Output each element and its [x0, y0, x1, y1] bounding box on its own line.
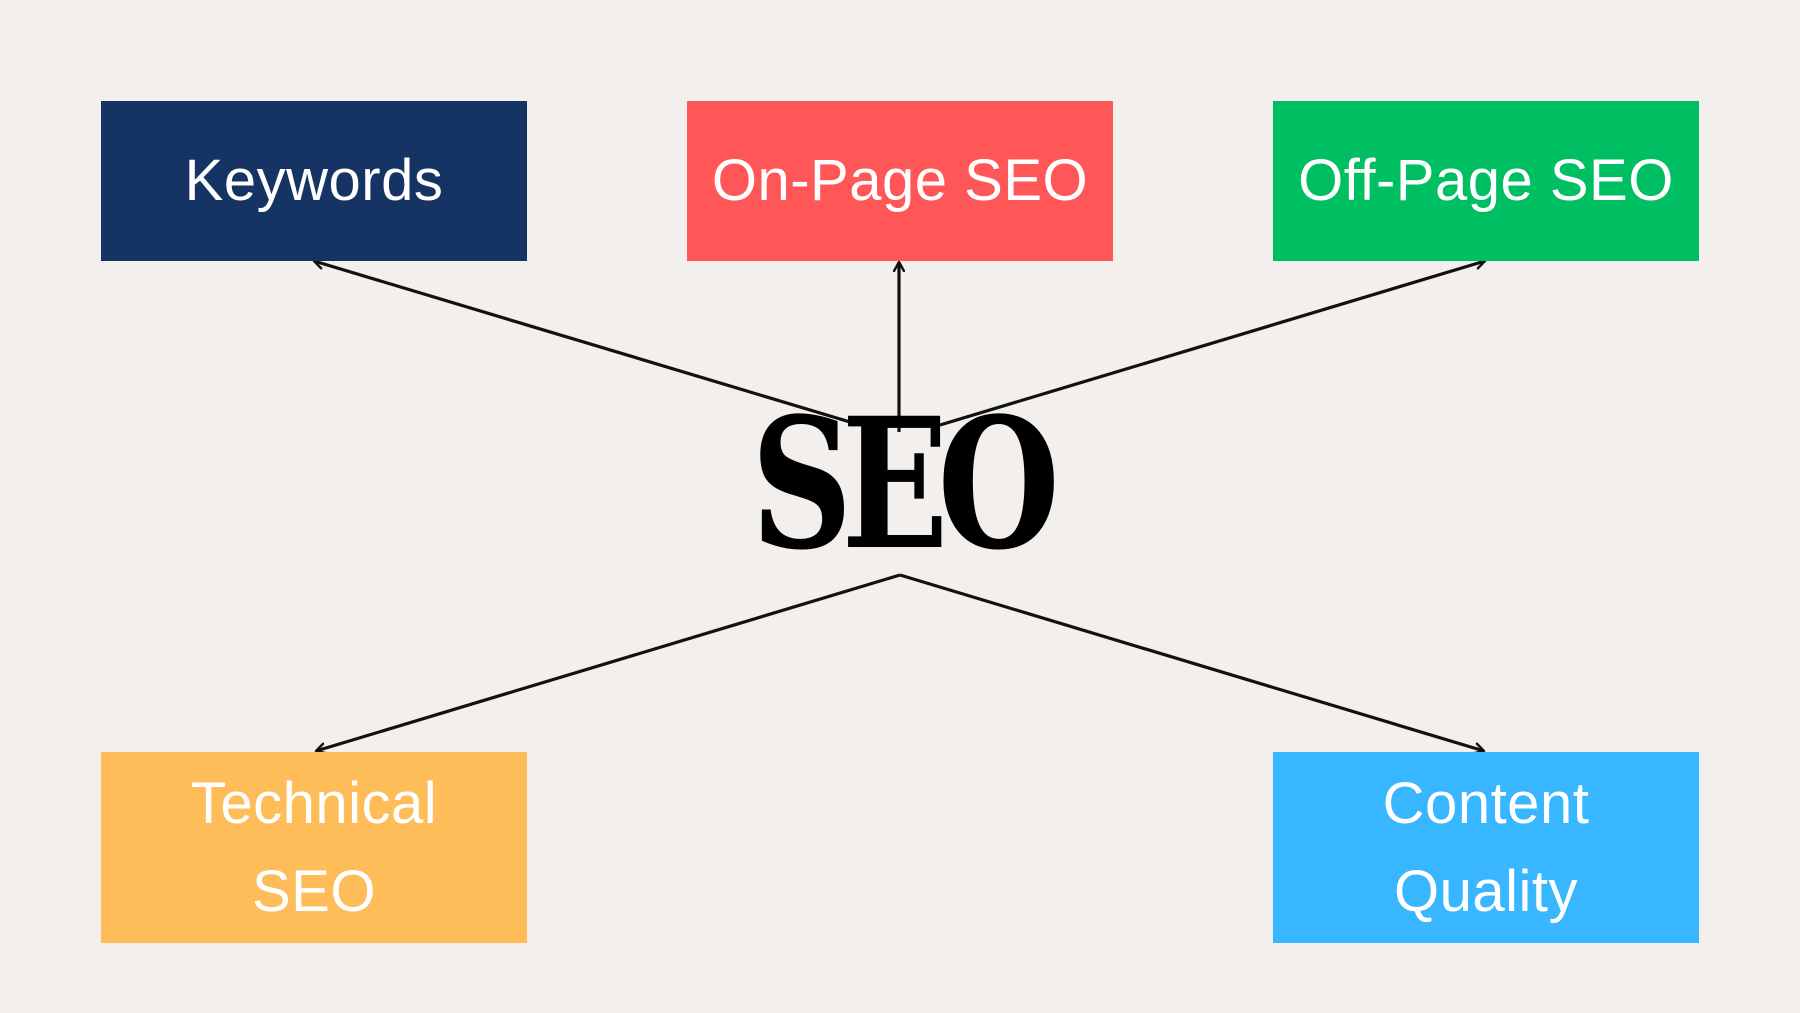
arrow-to-off-page-seo	[939, 261, 1485, 427]
arrow-to-technical-seo	[316, 573, 901, 751]
node-label: Off-Page SEO	[1298, 148, 1674, 213]
node-content-quality: Content Quality	[1273, 752, 1699, 943]
node-technical-seo: Technical SEO	[101, 752, 527, 943]
node-label-line-1: Content	[1382, 770, 1590, 836]
node-label-line-2: SEO	[252, 858, 376, 924]
node-label-line-1: Technical	[190, 770, 438, 836]
node-label-line-2: Quality	[1393, 858, 1578, 924]
node-on-page-seo: On-Page SEO	[687, 101, 1113, 261]
node-off-page-seo: Off-Page SEO	[1273, 101, 1699, 261]
node-label: Keywords	[184, 148, 444, 213]
center-title-seo: SEO	[751, 379, 1060, 590]
arrow-to-content-quality	[899, 573, 1484, 751]
node-label: On-Page SEO	[711, 148, 1089, 213]
arrow-to-keywords	[314, 261, 861, 427]
node-keywords: Keywords	[101, 101, 527, 261]
